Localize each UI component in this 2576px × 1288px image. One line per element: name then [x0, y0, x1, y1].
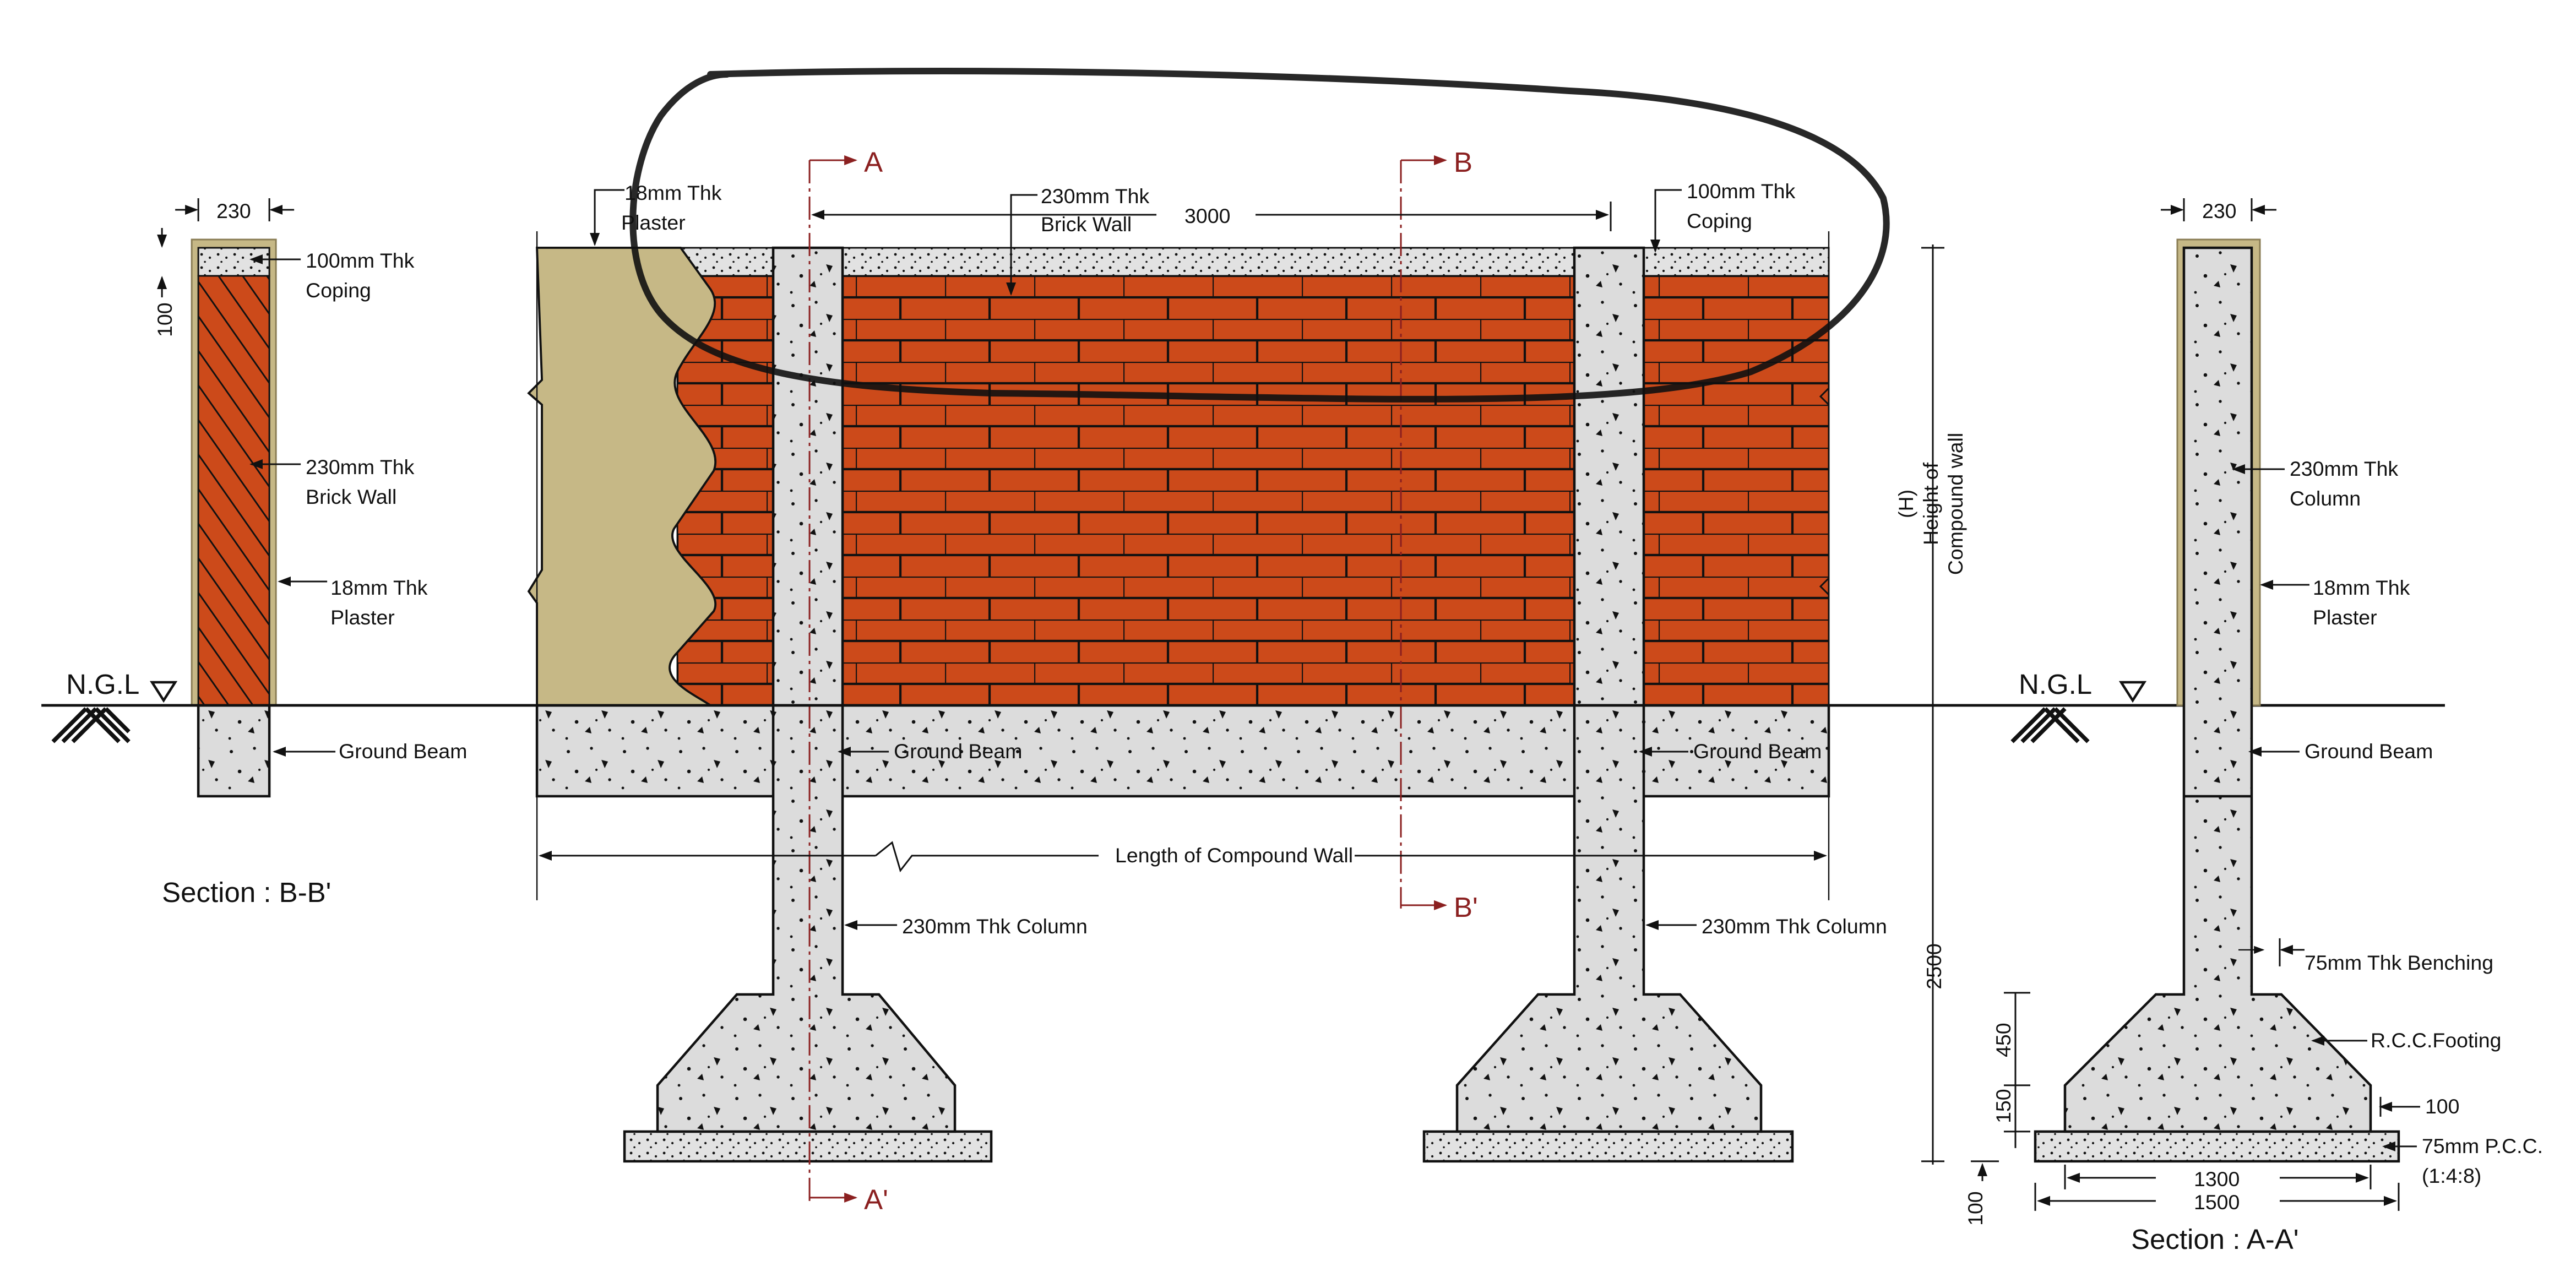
aa-dim-450: 450 — [1992, 1023, 2015, 1057]
section-line-b: B B' — [1400, 146, 1478, 923]
aa-title: Section : A-A' — [2131, 1224, 2298, 1255]
bb-brick-wall — [197, 275, 270, 707]
footing-1 — [623, 246, 993, 1163]
coping — [676, 247, 1830, 277]
column-label-1: 230mm Thk Column — [902, 915, 1088, 938]
bb-width-dim: 230 — [216, 199, 251, 222]
coping-label-2: Coping — [1687, 209, 1752, 232]
footing-2 — [1422, 246, 1794, 1163]
column-2 — [1455, 246, 1763, 1133]
section-b2-label: B' — [1454, 892, 1478, 923]
aa-column-label: 230mm Thk — [2290, 457, 2398, 480]
aa-pcc-label: 75mm P.C.C. — [2422, 1134, 2543, 1157]
bb-coping-dim: 100 — [153, 302, 176, 337]
bb-ground-beam-label: Ground Beam — [339, 740, 467, 763]
height-label-2: Height of — [1919, 462, 1942, 545]
bb-ground-beam — [197, 704, 271, 798]
aa-column-footing — [2063, 246, 2372, 1133]
aa-plaster-label: 18mm Thk — [2313, 576, 2410, 599]
aa-ngl-label: N.G.L — [2019, 669, 2092, 700]
bb-ngl-label: N.G.L — [66, 669, 139, 700]
bb-coping — [197, 247, 270, 277]
aa-dim-1500: 1500 — [2194, 1191, 2240, 1214]
aa-dim-1300: 1300 — [2194, 1167, 2240, 1191]
ground-beam-label-1: Ground Beam — [894, 740, 1022, 763]
section-aa: 230 230mm Thk Column 18mm Thk Plaster N.… — [1964, 198, 2543, 1255]
bb-brick-label: 230mm Thk — [306, 455, 414, 479]
bb-coping-label-2: Coping — [306, 279, 371, 302]
section-a2-label: A' — [864, 1184, 888, 1215]
bb-brick-label-2: Brick Wall — [306, 485, 396, 508]
bb-plaster-label-2: Plaster — [330, 606, 395, 629]
brick-label: 230mm Thk — [1041, 184, 1149, 208]
aa-benching-label: 75mm Thk Benching — [2305, 951, 2493, 974]
bb-coping-label: 100mm Thk — [306, 249, 414, 272]
length-label: Length of Compound Wall — [1115, 844, 1353, 867]
aa-column-label-2: Column — [2290, 487, 2361, 510]
section-line-a: A A' — [808, 146, 888, 1215]
ground-beam-label-2: Ground Beam — [1693, 740, 1822, 763]
column-label-2: 230mm Thk Column — [1702, 915, 1887, 938]
ground-hatch-icon — [51, 707, 131, 743]
section-b-label: B — [1454, 146, 1472, 178]
aa-offset-dim: 100 — [2425, 1095, 2460, 1118]
depth-dim: 2500 — [1922, 943, 1945, 989]
ground-hatch-icon — [2010, 707, 2090, 743]
brick-wall — [676, 275, 1830, 707]
plaster-label: 18mm Thk — [624, 181, 722, 204]
section-a-label: A — [864, 146, 883, 178]
aa-width-dim: 230 — [2202, 199, 2237, 222]
plaster-cutaway — [527, 247, 717, 707]
ngl-marker-icon — [150, 681, 178, 703]
coping-label: 100mm Thk — [1687, 180, 1795, 203]
aa-plaster-label-2: Plaster — [2313, 606, 2377, 629]
brick-label-2: Brick Wall — [1041, 213, 1132, 236]
scribble-annotation — [629, 68, 1890, 403]
aa-pcc-label-2: (1:4:8) — [2422, 1164, 2481, 1187]
ngl-marker-icon — [2118, 681, 2147, 703]
height-label-3: Compound wall — [1944, 433, 1967, 575]
column-1 — [656, 246, 957, 1133]
aa-footing-label: R.C.C.Footing — [2371, 1029, 2501, 1052]
wall-elevation: A A' B B' 18mm Thk Plaster 230mm Thk Bri… — [527, 146, 1967, 1215]
aa-dim-150: 150 — [1992, 1089, 2015, 1123]
bb-plaster-label: 18mm Thk — [330, 576, 428, 599]
aa-dim-100: 100 — [1964, 1191, 1987, 1226]
height-label-1: (H) — [1894, 490, 1917, 518]
aa-pcc — [2034, 1130, 2400, 1163]
bb-title: Section : B-B' — [162, 877, 331, 908]
aa-ground-beam-label: Ground Beam — [2305, 740, 2433, 763]
span-dim: 3000 — [1184, 204, 1230, 227]
section-bb: 230 100 100mm Thk Coping 230mm Thk Brick… — [51, 198, 467, 908]
